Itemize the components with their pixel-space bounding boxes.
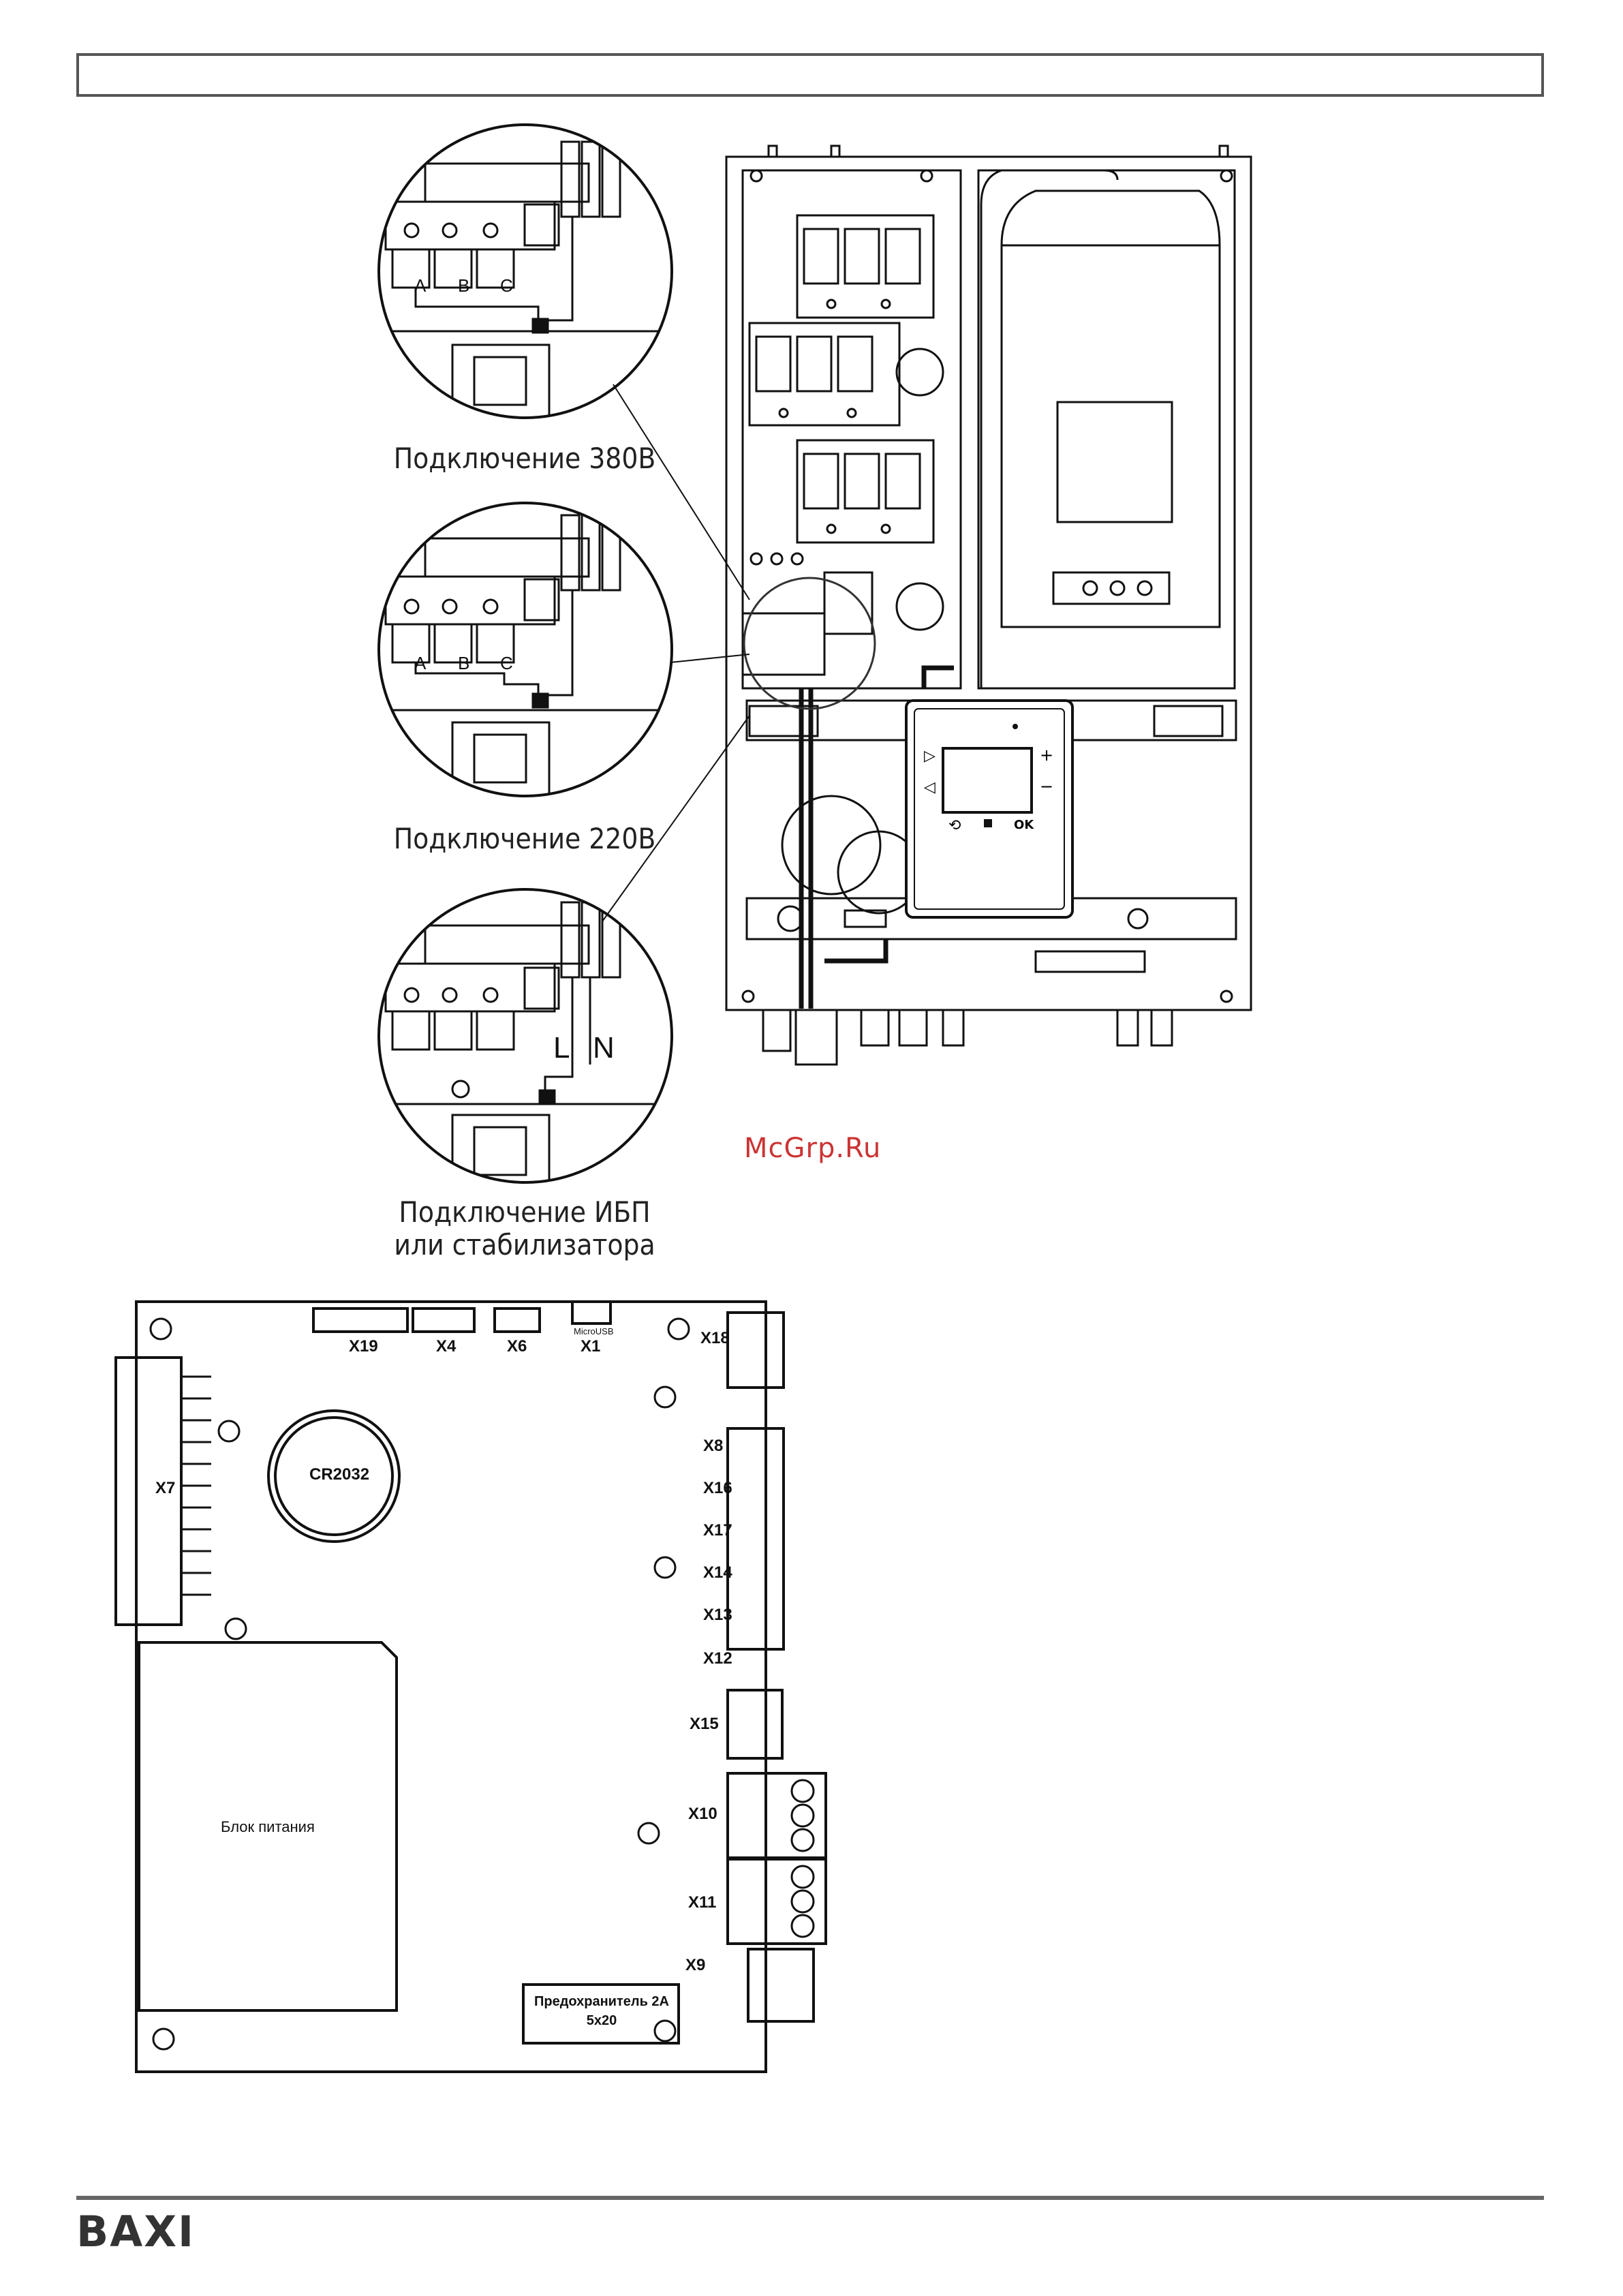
phase-label-b-220: B (458, 653, 469, 673)
connector-label-x13: X13 (703, 1606, 732, 1625)
connector-label-x6: X6 (507, 1337, 527, 1356)
connector-label-x15: X15 (690, 1715, 719, 1734)
connector-label-x17: X17 (703, 1521, 732, 1540)
x7-pins (181, 1377, 211, 1595)
connector-label-x9: X9 (685, 1956, 705, 1975)
control-panel: ▷ ◁ + − ⟲ OK (906, 701, 1072, 917)
connector-label-x8: X8 (703, 1437, 723, 1456)
mode-icon[interactable] (984, 819, 992, 827)
plus-icon[interactable]: + (1040, 746, 1053, 765)
fuse-label-line2: 5х20 (530, 2013, 673, 2029)
phase-label-a-220: A (414, 653, 427, 673)
connector-label-x16: X16 (703, 1479, 732, 1498)
back-arrow-icon[interactable]: ◁ (924, 779, 936, 796)
connector-label-x12: X12 (703, 1649, 732, 1668)
neutral-label-n: N (593, 1031, 615, 1065)
caption-ups-line1: Подключение ИБП (382, 1194, 668, 1231)
footer-line (76, 2196, 1544, 2200)
connector-label-x19: X19 (349, 1337, 378, 1356)
left-arrow-icon[interactable]: ▷ (924, 748, 936, 765)
connector-label-x18: X18 (700, 1329, 730, 1348)
phase-label-c-380: C (500, 275, 513, 296)
brand-logo: BAXI (76, 2207, 195, 2256)
connector-label-x10: X10 (688, 1805, 717, 1824)
connector-label-x7: X7 (155, 1479, 175, 1498)
boiler-terminals (743, 553, 872, 675)
boiler-unit (726, 146, 1251, 1065)
micro-usb-label: MicroUSB (574, 1326, 614, 1336)
control-board (116, 1302, 826, 2072)
battery-label: CR2032 (309, 1465, 369, 1484)
caption-ups-line2: или стабилизатора (382, 1227, 668, 1264)
phase-label-a-380: A (414, 275, 427, 296)
caption-380v: Подключение 380В (382, 440, 668, 477)
caption-220v: Подключение 220В (382, 821, 668, 857)
fuse-label-line1: Предохранитель 2А (530, 1994, 673, 2010)
zoom-circle-ups (382, 902, 675, 1190)
phase-label-c-220: C (500, 653, 513, 673)
ok-button[interactable]: OK (1014, 818, 1034, 832)
power-block-label: Блок питания (221, 1818, 315, 1836)
connector-label-x11: X11 (688, 1893, 716, 1912)
connector-label-x14: X14 (703, 1563, 732, 1582)
connector-label-x1: X1 (581, 1337, 600, 1356)
connector-label-x4: X4 (436, 1337, 456, 1356)
minus-icon[interactable]: − (1040, 777, 1053, 796)
phase-label-b-380: B (458, 275, 469, 296)
line-label-l: L (553, 1031, 570, 1065)
pcb-mounting-holes (151, 1319, 689, 2049)
power-icon[interactable]: ⟲ (948, 817, 961, 834)
watermark: McGrp.Ru (744, 1133, 881, 1164)
